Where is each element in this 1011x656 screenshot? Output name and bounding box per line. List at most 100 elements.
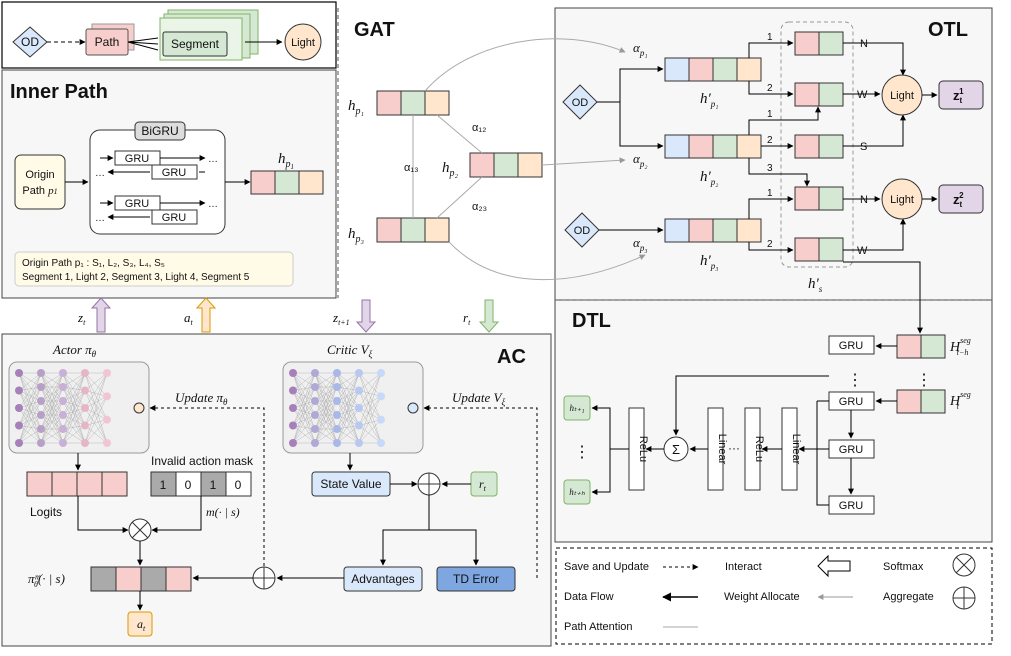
- svg-text:Interact: Interact: [725, 561, 762, 573]
- svg-text:GRU: GRU: [125, 198, 150, 210]
- net-node: [311, 425, 319, 433]
- otl-frame: [554, 7, 993, 301]
- m-label: m(· | s): [206, 505, 240, 519]
- otl-hprime-p1: h′p₁: [664, 57, 762, 109]
- svg-text:⋮: ⋮: [847, 372, 863, 389]
- gat-title: GAT: [354, 19, 395, 41]
- svg-text:2: 2: [767, 135, 773, 146]
- svg-text:Softmax: Softmax: [883, 561, 924, 573]
- net-node: [289, 421, 297, 430]
- net-node: [103, 415, 111, 424]
- net-node: [15, 369, 23, 377]
- net-node: [15, 439, 23, 447]
- hs-container: [780, 21, 854, 268]
- logits-label: Logits: [30, 505, 62, 519]
- net-node: [81, 386, 89, 395]
- svg-text:OD: OD: [574, 225, 591, 237]
- svg-text:αp₃: αp₃: [633, 235, 647, 253]
- svg-text:ReLu: ReLu: [637, 436, 649, 462]
- svg-text:⋮: ⋮: [916, 372, 932, 389]
- svg-text:at: at: [137, 617, 146, 633]
- svg-text:Light: Light: [890, 90, 914, 102]
- net-node: [333, 397, 341, 405]
- svg-text:GRU: GRU: [162, 212, 187, 224]
- net-node: [37, 425, 45, 433]
- hs-label: h′s: [808, 276, 823, 294]
- svg-text:W: W: [857, 89, 868, 101]
- net-node: [59, 397, 67, 405]
- alpha-13: α₁₃: [404, 162, 419, 174]
- svg-text:3: 3: [767, 163, 773, 174]
- gat-hp2: hp₂: [442, 152, 543, 179]
- svg-text:GRU: GRU: [839, 500, 864, 512]
- svg-text:hp₃: hp₃: [348, 226, 365, 245]
- z-t-2-box: [938, 184, 984, 214]
- svg-text:1: 1: [767, 188, 773, 199]
- svg-text:zt+1: zt+1: [332, 310, 350, 327]
- dtl-title: DTL: [572, 310, 611, 332]
- otl-section: OTL OD OD αp₁ αp₂ αp₃ h′p₁ h′p₂: [562, 19, 984, 334]
- net-node: [15, 404, 23, 412]
- net-node: [15, 421, 23, 430]
- od-diamond: [12, 26, 48, 58]
- gat-section: GAT hp₁ hp₂ hp₃ α₁₂ α₁₃ α₂₃: [348, 19, 646, 281]
- svg-text:Update πθ: Update πθ: [175, 390, 228, 407]
- mask-label: Invalid action mask: [151, 454, 254, 468]
- net-node: [377, 369, 385, 377]
- gru-pair-bottom: GRU GRU … …: [95, 195, 218, 225]
- gru-pair-top: GRU GRU … …: [95, 150, 218, 180]
- critic-label: Critic Vξ: [327, 342, 373, 359]
- net-node: [59, 383, 67, 391]
- svg-text:···: ···: [728, 441, 740, 455]
- net-node: [311, 439, 319, 447]
- svg-text:TD Error: TD Error: [453, 572, 499, 586]
- svg-text:at: at: [184, 310, 194, 327]
- svg-text:Origin: Origin: [25, 169, 54, 181]
- svg-text:rt: rt: [479, 477, 487, 493]
- od-label: OD: [21, 35, 39, 49]
- origin-path-box: [14, 154, 66, 210]
- svg-text:1: 1: [160, 478, 167, 492]
- svg-text:N: N: [860, 38, 868, 50]
- svg-text:GRU: GRU: [839, 396, 864, 408]
- net-node: [333, 369, 341, 377]
- svg-text:Save and Update: Save and Update: [564, 561, 649, 573]
- svg-text:hp₁: hp₁: [348, 98, 364, 117]
- svg-text:hp₂: hp₂: [442, 160, 459, 179]
- dtl-h-t1: hₜ₊₁: [569, 403, 584, 413]
- segment-box: [162, 31, 228, 57]
- net-node: [289, 369, 297, 377]
- z-t-1-box: [938, 80, 984, 110]
- net-node: [377, 415, 385, 424]
- net-node: [81, 369, 89, 377]
- net-node: [37, 439, 45, 447]
- svg-text:Σ: Σ: [672, 442, 680, 457]
- svg-text:2: 2: [767, 239, 773, 250]
- svg-text:N: N: [860, 194, 868, 206]
- advantages-box: [343, 566, 423, 592]
- svg-text:GRU: GRU: [125, 153, 150, 165]
- legend-frame: [555, 547, 993, 645]
- net-node: [333, 383, 341, 391]
- interface-arrows: zt at zt+1 rt: [77, 297, 500, 333]
- net-node: [355, 421, 363, 430]
- svg-text:1: 1: [767, 109, 773, 120]
- net-node: [289, 439, 297, 447]
- net-node: [311, 397, 319, 405]
- svg-text:⋮: ⋮: [574, 444, 590, 461]
- svg-text:Linear: Linear: [716, 434, 728, 465]
- svg-text:Aggregate: Aggregate: [883, 591, 934, 603]
- svg-text:rt: rt: [463, 310, 471, 327]
- net-node: [333, 439, 341, 447]
- ac-a-t-box: [127, 611, 153, 637]
- svg-text:Path Attention: Path Attention: [564, 621, 633, 633]
- svg-text:h′p₂: h′p₂: [700, 169, 718, 187]
- svg-text:1: 1: [767, 32, 773, 43]
- ac-title: AC: [497, 346, 526, 368]
- net-node: [81, 404, 89, 412]
- svg-text:h′p₃: h′p₃: [700, 253, 718, 271]
